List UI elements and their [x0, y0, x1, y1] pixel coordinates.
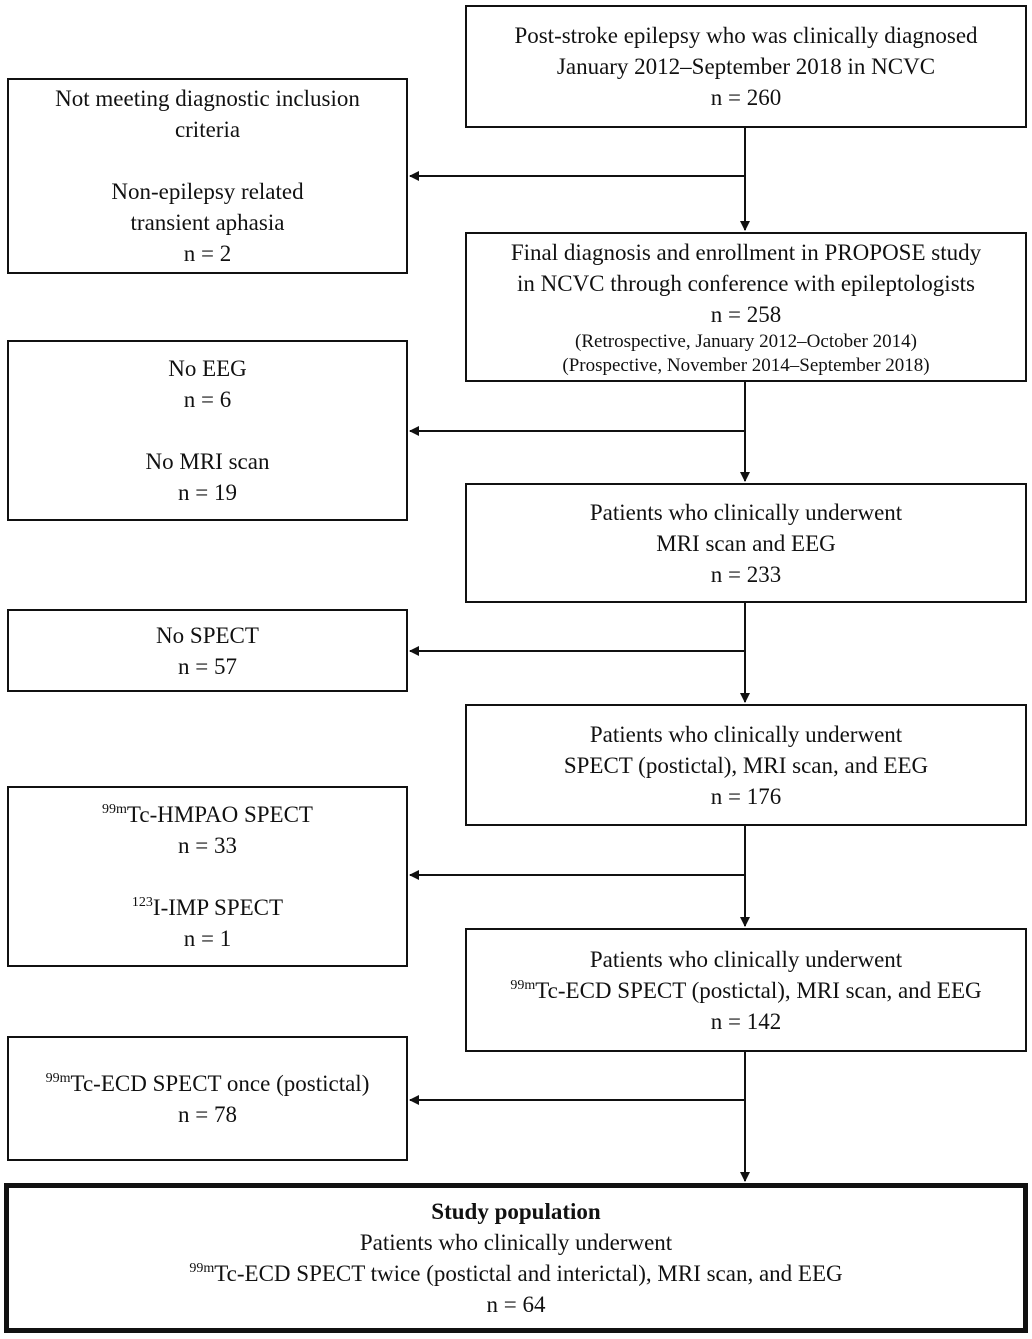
box-spect-mri-eeg: Patients who clinically underwent SPECT … [465, 704, 1027, 826]
box-diagnosed: Post-stroke epilepsy who was clinically … [465, 5, 1027, 128]
excluded-hmpao: 99mTc-HMPAO SPECT [102, 802, 313, 827]
box-mri-eeg: Patients who clinically underwent MRI sc… [465, 483, 1027, 603]
excluded-criteria-line4: transient aphasia [130, 210, 285, 235]
box-excluded-other-tracers: 99mTc-HMPAO SPECT n = 33 123I-IMP SPECT … [7, 786, 408, 967]
box-enrollment: Final diagnosis and enrollment in PROPOS… [465, 232, 1027, 382]
excluded-ecd-once-n: n = 78 [178, 1101, 237, 1127]
excluded-no-mri-n: n = 19 [178, 480, 237, 505]
box-enrollment-line2: in NCVC through conference with epilepto… [516, 270, 975, 296]
box-ecd-spect-line2: 99mTc-ECD SPECT (postictal), MRI scan, a… [510, 977, 982, 1003]
box-study-population: Study population Patients who clinically… [4, 1183, 1028, 1333]
box-ecd-spect-line1: Patients who clinically underwent [589, 946, 903, 972]
excluded-criteria-line1: Not meeting diagnostic inclusion [55, 86, 360, 111]
box-mri-eeg-line2: MRI scan and EEG [656, 530, 836, 556]
box-excluded-no-spect: No SPECT n = 57 [7, 609, 408, 692]
study-population-line1: Patients who clinically underwent [359, 1230, 673, 1255]
excluded-hmpao-n: n = 33 [178, 833, 237, 858]
excluded-ecd-once: 99mTc-ECD SPECT once (postictal) [45, 1070, 370, 1096]
study-population-n: n = 64 [486, 1292, 546, 1317]
excluded-criteria-line2: criteria [174, 117, 241, 142]
box-excluded-ecd-once: 99mTc-ECD SPECT once (postictal) n = 78 [7, 1036, 408, 1161]
box-diagnosed-line1: Post-stroke epilepsy who was clinically … [514, 23, 978, 48]
study-population-title: Study population [431, 1199, 601, 1224]
box-excluded-no-eeg-mri: No EEG n = 6 No MRI scan n = 19 [7, 340, 408, 521]
excluded-criteria-line3: Non-epilepsy related [111, 179, 304, 204]
box-mri-eeg-line1: Patients who clinically underwent [589, 499, 903, 525]
box-spect-mri-eeg-n: n = 176 [710, 783, 782, 809]
box-excluded-criteria: Not meeting diagnostic inclusion criteri… [7, 78, 408, 274]
box-enrollment-line1: Final diagnosis and enrollment in PROPOS… [510, 239, 982, 265]
box-enrollment-retrospective: (Retrospective, January 2012–October 201… [575, 330, 917, 352]
box-enrollment-prospective: (Prospective, November 2014–September 20… [562, 354, 930, 376]
box-diagnosed-line2: January 2012–September 2018 in NCVC [556, 54, 936, 79]
excluded-no-eeg: No EEG [168, 356, 247, 381]
box-spect-mri-eeg-line2: SPECT (postictal), MRI scan, and EEG [563, 752, 929, 778]
excluded-imp-n: n = 1 [183, 926, 232, 951]
excluded-criteria-n: n = 2 [183, 241, 232, 266]
excluded-no-mri: No MRI scan [145, 449, 270, 474]
study-population-line2: 99mTc-ECD SPECT twice (postictal and int… [189, 1261, 843, 1286]
excluded-no-eeg-n: n = 6 [183, 387, 232, 412]
box-diagnosed-n: n = 260 [710, 85, 782, 110]
excluded-no-spect: No SPECT [156, 622, 259, 648]
box-ecd-spect-n: n = 142 [710, 1008, 782, 1034]
box-enrollment-n: n = 258 [710, 301, 782, 327]
box-ecd-spect: Patients who clinically underwent 99mTc-… [465, 928, 1027, 1052]
box-spect-mri-eeg-line1: Patients who clinically underwent [589, 721, 903, 747]
box-mri-eeg-n: n = 233 [710, 561, 782, 587]
excluded-imp: 123I-IMP SPECT [131, 895, 284, 920]
excluded-no-spect-n: n = 57 [178, 653, 237, 679]
